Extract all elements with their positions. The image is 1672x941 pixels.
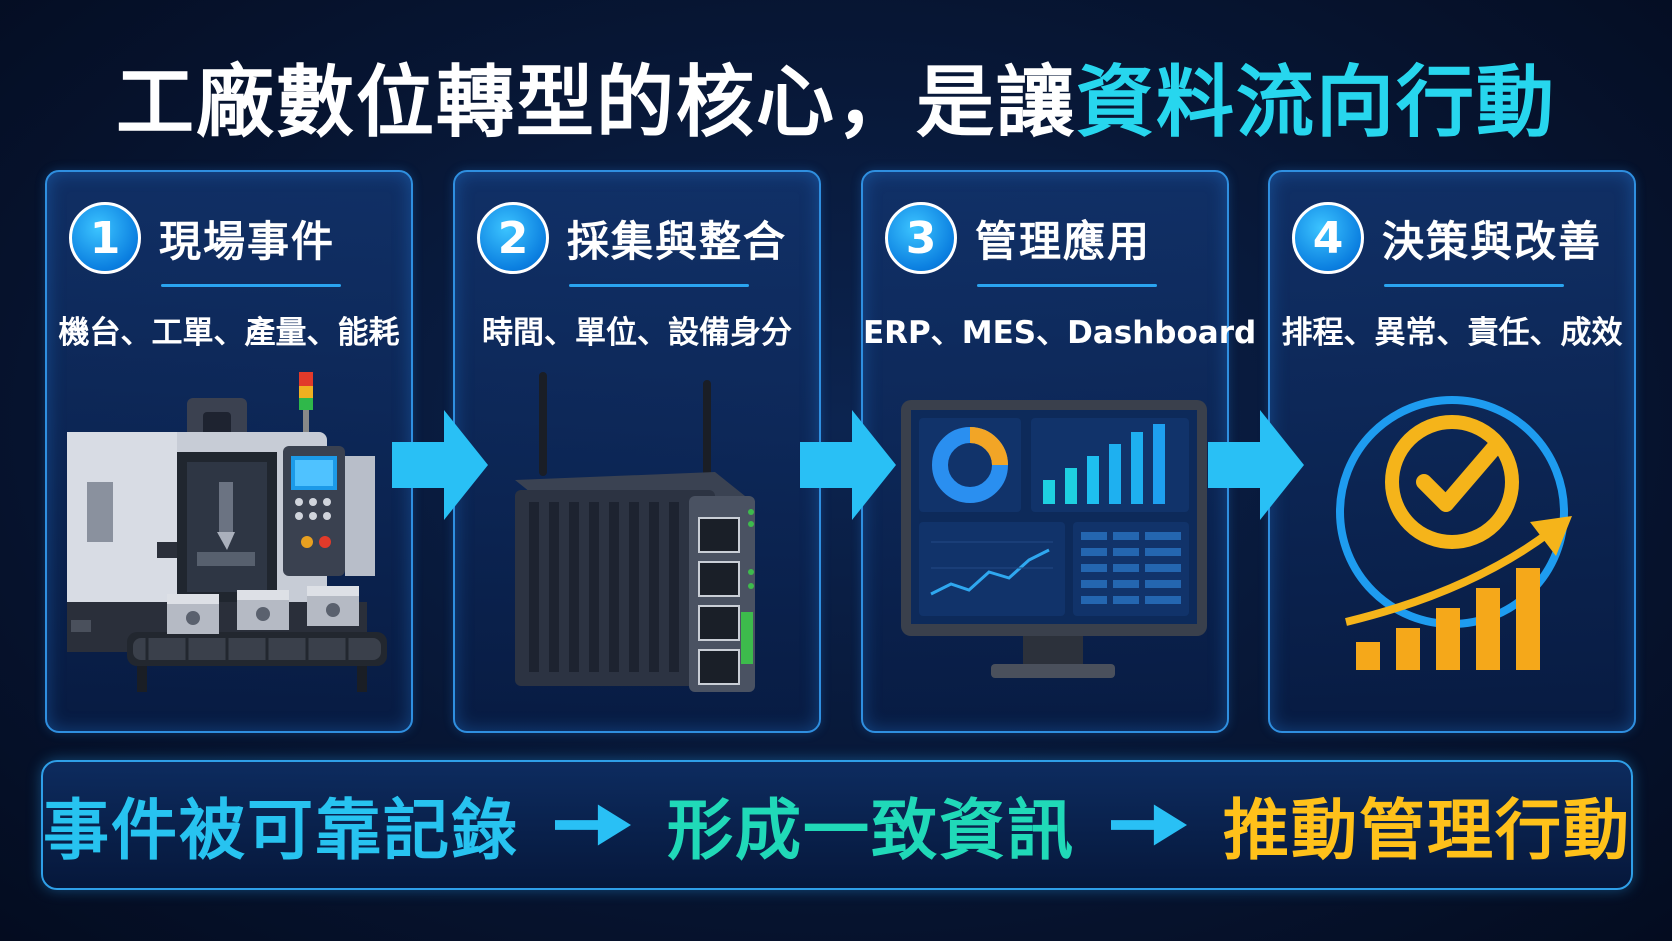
flow-arrow-icon bbox=[392, 410, 488, 520]
title-underline bbox=[1384, 284, 1564, 287]
cnc-machine-icon bbox=[67, 372, 387, 692]
step-card-4: 4 決策與改善 排程、異常、責任、成效 bbox=[1268, 170, 1636, 733]
step-subtitle: 排程、異常、責任、成效 bbox=[1281, 315, 1623, 351]
gateway-router-icon bbox=[515, 372, 755, 692]
right-arrow-icon bbox=[1111, 804, 1187, 846]
step-title: 採集與整合 bbox=[567, 216, 788, 266]
dashboard-monitor-icon bbox=[901, 400, 1207, 678]
step-number-badge: 3 bbox=[885, 202, 957, 274]
title-underline bbox=[161, 284, 341, 287]
step-number-badge: 4 bbox=[1292, 202, 1364, 274]
check-growth-icon bbox=[1336, 396, 1572, 670]
title-underline bbox=[977, 284, 1157, 287]
right-arrow-icon bbox=[555, 804, 631, 846]
summary-step-2: 形成一致資訊 bbox=[667, 792, 1075, 869]
step-title: 現場事件 bbox=[159, 216, 336, 266]
summary-step-3: 推動管理行動 bbox=[1223, 792, 1631, 869]
step-card-2: 2 採集與整合 時間、單位、設備身分 bbox=[453, 170, 821, 733]
title-highlight: 資料流向行動 bbox=[1076, 58, 1557, 148]
step-number-badge: 1 bbox=[69, 202, 141, 274]
step-subtitle: ERP、MES、Dashboard bbox=[863, 315, 1257, 351]
summary-banner: 事件被可靠記錄 形成一致資訊 推動管理行動 bbox=[41, 760, 1633, 890]
step-card-1: 1 現場事件 機台、工單、產量、能耗 bbox=[45, 170, 413, 733]
step-card-3: 3 管理應用 ERP、MES、Dashboard bbox=[861, 170, 1257, 733]
step-title: 管理應用 bbox=[975, 216, 1152, 266]
step-title: 決策與改善 bbox=[1382, 216, 1603, 266]
flow-arrow-icon bbox=[1208, 410, 1304, 520]
page-title: 工廠數位轉型的核心，是讓資料流向行動 bbox=[0, 40, 1672, 152]
title-main: 工廠數位轉型的核心，是讓 bbox=[115, 58, 1076, 148]
step-number-badge: 2 bbox=[477, 202, 549, 274]
step-subtitle: 時間、單位、設備身分 bbox=[482, 315, 792, 351]
step-subtitle: 機台、工單、產量、能耗 bbox=[58, 315, 400, 351]
flow-arrow-icon bbox=[800, 410, 896, 520]
summary-step-1: 事件被可靠記錄 bbox=[43, 792, 519, 869]
title-underline bbox=[569, 284, 749, 287]
